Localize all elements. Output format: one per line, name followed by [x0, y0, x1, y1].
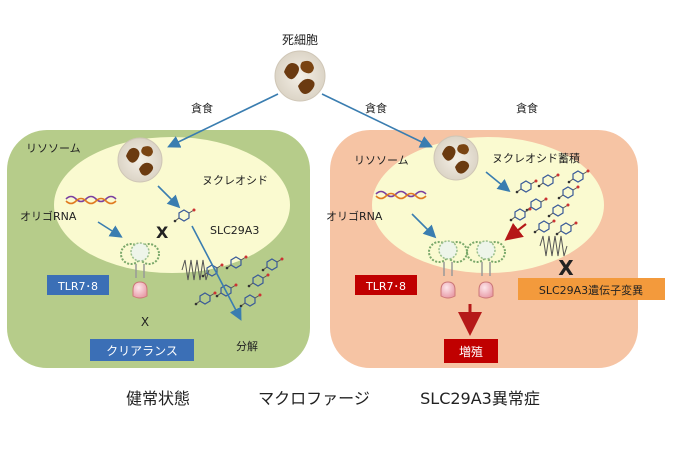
phagocytosis-arrow-left: [167, 93, 279, 148]
left-lysosome: [54, 137, 290, 273]
right-tlr-label: TLR7･8: [365, 280, 406, 293]
right-receptor-icon-a: [440, 281, 456, 299]
left-nucleoside-arrow: [157, 185, 181, 209]
left-tlr-label: TLR7･8: [57, 280, 98, 293]
left-x-mark: X: [156, 223, 169, 242]
phagocytosis-label-middle: 貪食: [365, 101, 387, 115]
phagocytosis-label-right: 貪食: [516, 101, 538, 115]
left-oligo-rna-label: オリゴRNA: [20, 209, 77, 223]
left-rna-arrow: [97, 221, 123, 238]
right-nucleoside-accum-label: ヌクレオシド蓄積: [492, 151, 580, 165]
mutation-box: [518, 278, 665, 300]
left-engulfed-debris-icon: [117, 137, 163, 183]
left-nucleoside-label: ヌクレオシド: [202, 174, 268, 187]
phagocytosis-label-left: 貪食: [191, 101, 213, 115]
right-tlr-box: [355, 275, 417, 295]
right-receptor-icon-b: [478, 281, 494, 299]
right-engulfed-debris-icon: [433, 135, 479, 181]
macrophage-label: マクロファージ: [258, 389, 370, 408]
phagocytosis-arrow-right: [321, 93, 433, 148]
left-slc-label: SLC29A3: [210, 224, 259, 237]
right-nucleoside-arrow: [485, 171, 511, 193]
left-export-arrow: [191, 225, 242, 321]
right-x-mark: X: [558, 256, 574, 280]
right-lysosome: [372, 137, 604, 273]
proliferation-label: 増殖: [459, 344, 483, 359]
proliferation-box: [444, 339, 498, 363]
healthy-state-label: 健常状態: [126, 389, 190, 408]
left-x-small: X: [141, 315, 149, 329]
dead-cell-label: 死細胞: [282, 33, 318, 47]
right-rna-arrow: [411, 213, 437, 239]
dead-cell-icon: [274, 50, 326, 102]
left-lysosome-label: リソソーム: [26, 142, 81, 155]
right-oligo-rna-label: オリゴRNA: [326, 209, 383, 223]
right-accumulation-arrow: [504, 222, 527, 241]
left-tlr-box: [47, 275, 109, 295]
disorder-label: SLC29A3異常症: [420, 389, 540, 408]
clearance-label: クリアランス: [106, 344, 178, 358]
degradation-label: 分解: [236, 339, 258, 353]
mutation-label: SLC29A3遺伝子変異: [539, 283, 643, 297]
clearance-box: [90, 339, 194, 361]
left-receptor-icon: [132, 281, 148, 299]
right-lysosome-label: リソソーム: [354, 154, 409, 167]
